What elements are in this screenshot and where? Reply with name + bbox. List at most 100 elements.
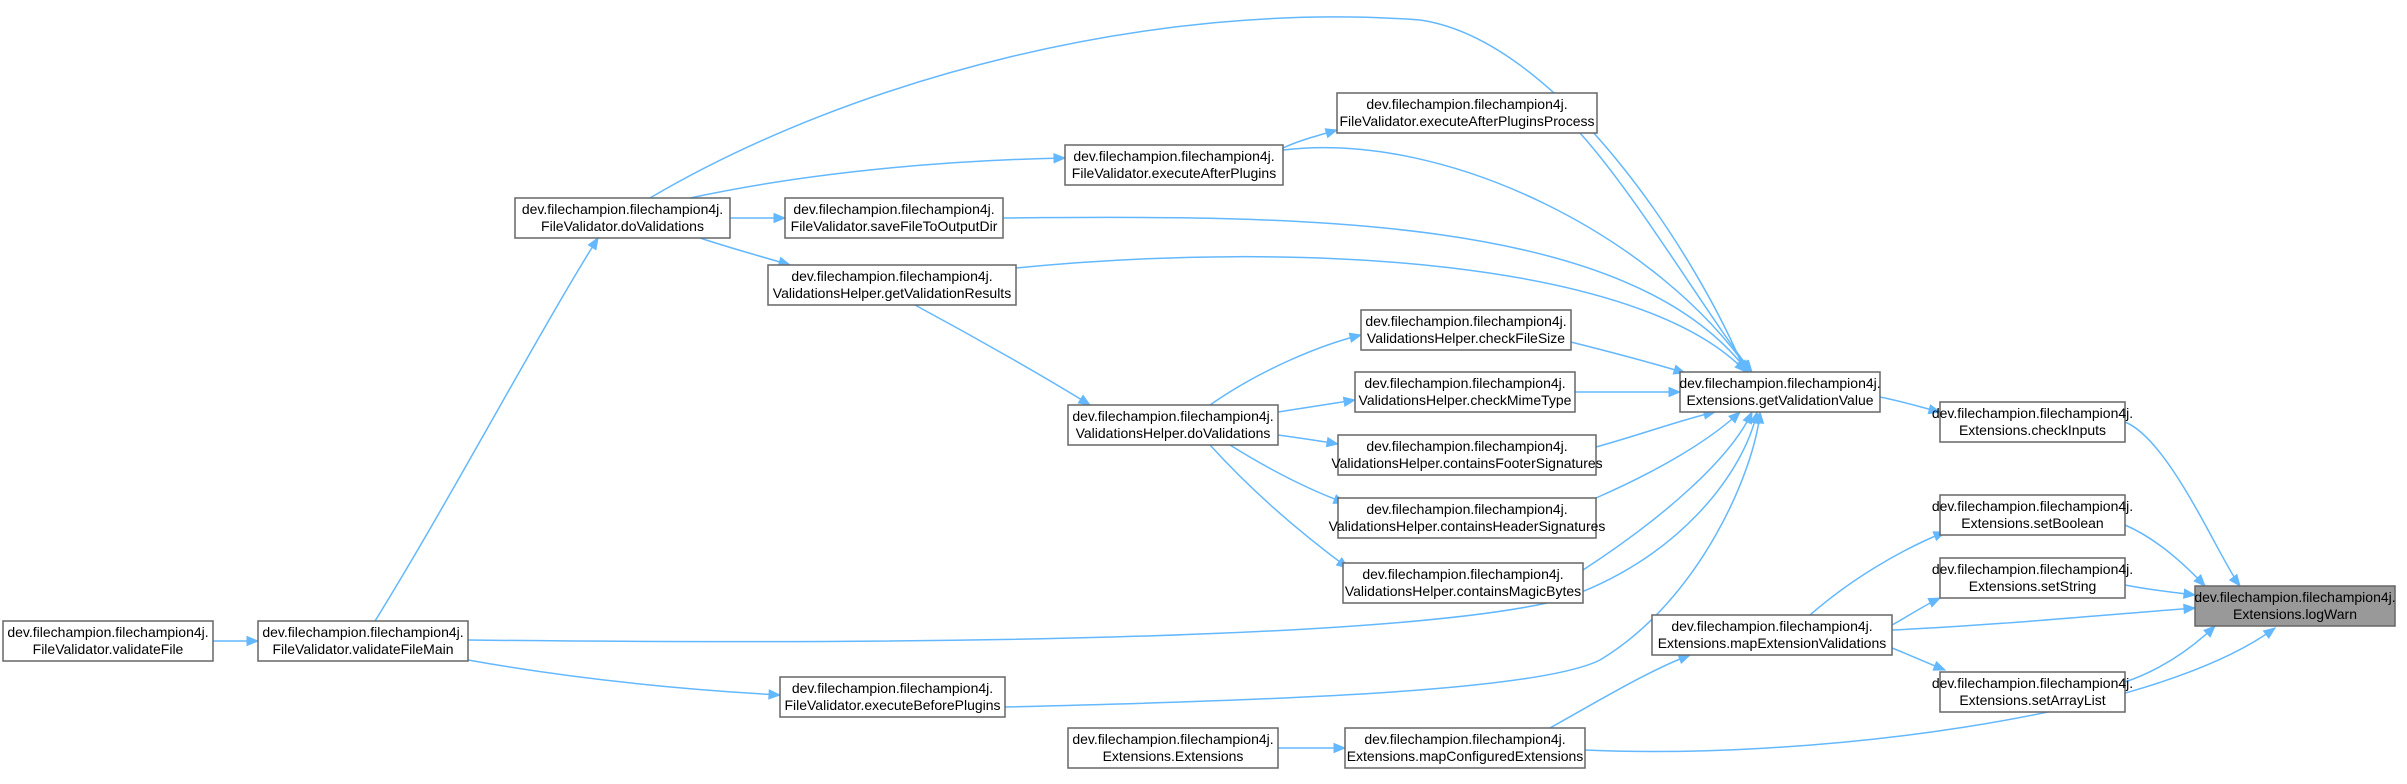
node-method-label: FileValidator.executeAfterPluginsProcess [1340,113,1595,129]
node-box [1336,92,1598,134]
edge-getValVal-to-checkInputs [1879,396,1942,415]
node-box [1939,401,2126,443]
nodes-layer: dev.filechampion.filechampion4j.Extensio… [2,92,2396,769]
edge-setString-to-logWarn [2124,584,2197,599]
node-package-label: dev.filechampion.filechampion4j. [1932,675,2133,691]
node-method-label: Extensions.setString [1969,578,2097,594]
node-method-label: Extensions.setArrayList [1959,692,2105,708]
edge-magic-to-getValVal [1582,410,1753,571]
node-footer[interactable]: dev.filechampion.filechampion4j.Validati… [1331,434,1603,476]
node-setString[interactable]: dev.filechampion.filechampion4j.Extensio… [1932,557,2133,599]
node-box [514,197,731,239]
node-box [1067,404,1279,446]
node-checkInputs[interactable]: dev.filechampion.filechampion4j.Extensio… [1932,401,2133,443]
node-method-label: FileValidator.validateFile [33,641,184,657]
node-vhDoVal[interactable]: dev.filechampion.filechampion4j.Validati… [1067,404,1279,446]
node-method-label: Extensions.getValidationValue [1686,392,1873,408]
node-package-label: dev.filechampion.filechampion4j. [2194,589,2395,605]
node-extExt[interactable]: dev.filechampion.filechampion4j.Extensio… [1067,727,1279,769]
node-valMain[interactable]: dev.filechampion.filechampion4j.FileVali… [257,620,469,662]
node-box [2194,585,2396,627]
node-execAfterPP[interactable]: dev.filechampion.filechampion4j.FileVali… [1336,92,1598,134]
node-execAfterP[interactable]: dev.filechampion.filechampion4j.FileVali… [1064,144,1284,186]
edge-vhDoVal-to-checkFileSize [1209,332,1363,406]
node-box [1679,371,1881,413]
node-package-label: dev.filechampion.filechampion4j. [792,680,993,696]
node-method-label: Extensions.checkInputs [1959,422,2106,438]
node-package-label: dev.filechampion.filechampion4j. [1364,375,1565,391]
node-method-label: ValidationsHelper.containsFooterSignatur… [1331,455,1602,471]
edge-setArrayList-to-logWarn [2124,625,2216,683]
node-package-label: dev.filechampion.filechampion4j. [1366,501,1567,517]
edge-checkInputs-to-logWarn [2124,421,2241,588]
node-method-label: ValidationsHelper.checkFileSize [1367,330,1565,346]
edge-valFile-to-valMain [213,635,260,647]
node-box [2,620,214,662]
node-package-label: dev.filechampion.filechampion4j. [1365,313,1566,329]
edge-execBefore-to-getValVal [1004,410,1765,708]
edge-fvDoVal-to-getValRes [699,237,792,267]
node-box [1651,614,1893,656]
node-execBefore[interactable]: dev.filechampion.filechampion4j.FileVali… [779,676,1006,718]
node-box [1064,144,1284,186]
node-getValRes[interactable]: dev.filechampion.filechampion4j.Validati… [767,264,1017,306]
node-package-label: dev.filechampion.filechampion4j. [791,268,992,284]
node-setArrayList[interactable]: dev.filechampion.filechampion4j.Extensio… [1932,671,2133,713]
edge-fvDoVal-to-saveFile [730,212,787,224]
edge-mapExtVal-to-setString [1891,597,1942,626]
node-box [1939,671,2126,713]
node-method-label: FileValidator.saveFileToOutputDir [791,218,998,234]
node-valFile[interactable]: dev.filechampion.filechampion4j.FileVali… [2,620,214,662]
node-method-label: Extensions.mapConfiguredExtensions [1347,748,1584,764]
node-checkMime[interactable]: dev.filechampion.filechampion4j.Validati… [1354,371,1576,413]
node-box [779,676,1006,718]
node-package-label: dev.filechampion.filechampion4j. [1072,408,1273,424]
edge-setBoolean-to-logWarn [2124,524,2206,587]
node-method-label: ValidationsHelper.checkMimeType [1359,392,1572,408]
edge-mapExtVal-to-logWarn [1891,603,2197,631]
node-box [1067,727,1279,769]
node-box [1337,434,1597,476]
node-method-label: Extensions.mapExtensionValidations [1658,635,1887,651]
node-setBoolean[interactable]: dev.filechampion.filechampion4j.Extensio… [1932,494,2133,536]
edge-vhDoVal-to-footer [1277,434,1340,448]
node-box [257,620,469,662]
edge-vhDoVal-to-checkMime [1277,396,1357,413]
edge-mapConfExt-to-logWarn [1584,627,2277,753]
node-logWarn[interactable]: dev.filechampion.filechampion4j.Extensio… [2194,585,2396,627]
node-box [1939,557,2126,599]
node-method-label: FileValidator.validateFileMain [272,641,453,657]
node-package-label: dev.filechampion.filechampion4j. [1679,375,1880,391]
node-method-label: FileValidator.executeAfterPlugins [1072,165,1276,181]
node-header[interactable]: dev.filechampion.filechampion4j.Validati… [1329,497,1606,539]
node-saveFile[interactable]: dev.filechampion.filechampion4j.FileVali… [784,197,1004,239]
node-mapConfExt[interactable]: dev.filechampion.filechampion4j.Extensio… [1344,727,1586,769]
node-method-label: Extensions.Extensions [1103,748,1244,764]
edge-mapExtVal-to-setArrayList [1891,647,1947,671]
node-package-label: dev.filechampion.filechampion4j. [1364,731,1565,747]
node-mapExtVal[interactable]: dev.filechampion.filechampion4j.Extensio… [1651,614,1893,656]
node-package-label: dev.filechampion.filechampion4j. [1932,405,2133,421]
node-checkFileSize[interactable]: dev.filechampion.filechampion4j.Validati… [1360,309,1572,351]
node-getValVal[interactable]: dev.filechampion.filechampion4j.Extensio… [1679,371,1881,413]
node-fvDoVal[interactable]: dev.filechampion.filechampion4j.FileVali… [514,197,731,239]
node-method-label: ValidationsHelper.getValidationResults [773,285,1011,301]
node-box [1939,494,2126,536]
node-package-label: dev.filechampion.filechampion4j. [262,624,463,640]
node-package-label: dev.filechampion.filechampion4j. [1366,438,1567,454]
node-box [1337,497,1597,539]
edge-getValRes-to-getValVal [1015,255,1747,373]
node-method-label: FileValidator.doValidations [541,218,704,234]
node-method-label: Extensions.setBoolean [1961,515,2103,531]
node-magic[interactable]: dev.filechampion.filechampion4j.Validati… [1342,562,1584,604]
edge-header-to-getValVal [1595,411,1741,499]
node-method-label: Extensions.logWarn [2233,606,2357,622]
node-method-label: FileValidator.executeBeforePlugins [784,697,1000,713]
edges-layer [213,16,2277,754]
edge-fvDoVal-to-execAfterP [689,152,1067,199]
edge-execAfterPP-to-getValVal [1579,132,1753,374]
edge-execAfterP-to-execAfterPP [1282,128,1339,149]
node-box [1360,309,1572,351]
edge-valMain-to-execBefore [467,659,782,700]
